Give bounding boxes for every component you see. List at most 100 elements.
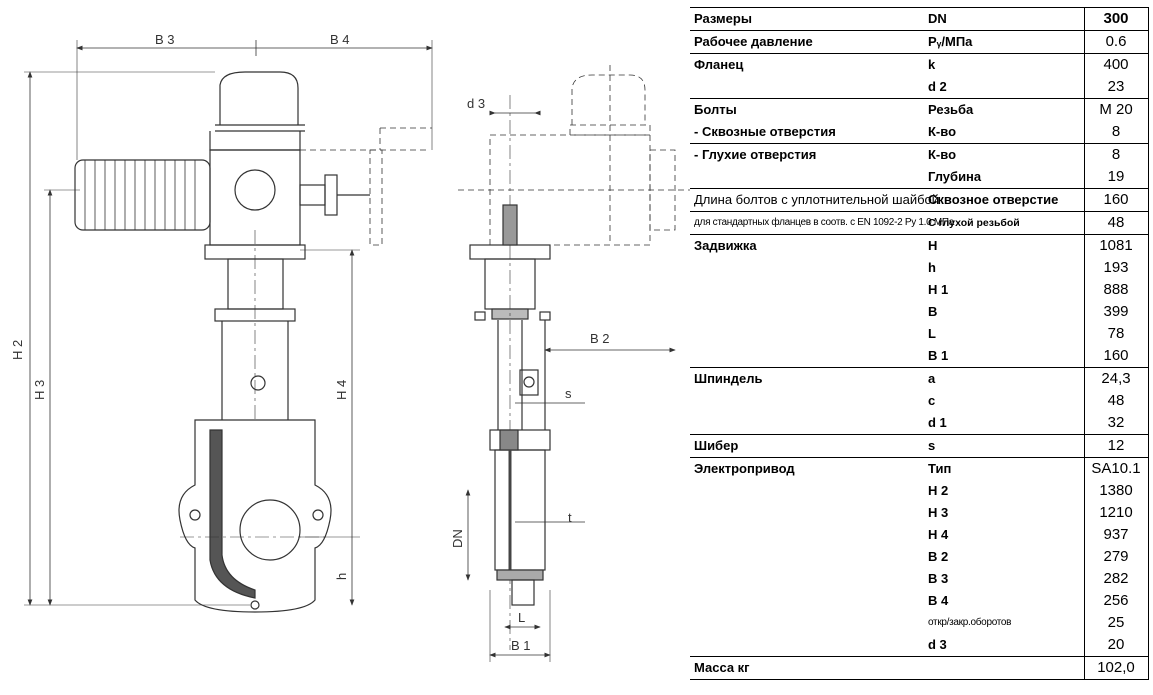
spec-value: 282	[1083, 568, 1149, 590]
spec-parameter	[690, 257, 924, 279]
spec-parameter	[690, 345, 924, 368]
spec-symbol	[924, 656, 1084, 680]
spec-value: 78	[1083, 323, 1149, 345]
spec-parameter	[690, 76, 924, 99]
spec-symbol: С глухой резьбой	[924, 211, 1084, 235]
spec-symbol: H 4	[928, 527, 949, 542]
spec-parameter: Задвижка	[690, 234, 924, 257]
spec-symbol: L	[928, 326, 936, 341]
spec-symbol: c	[928, 393, 936, 408]
spec-parameter: Болты	[690, 98, 924, 121]
spec-parameter: Масса кг	[690, 656, 924, 680]
spec-symbol: a	[924, 367, 1084, 390]
spec-symbol: h	[928, 260, 936, 275]
spec-value: 32	[1083, 412, 1149, 435]
spec-symbol: d 1	[928, 415, 947, 430]
spec-symbol: k	[924, 53, 1084, 76]
dim-b2: B 2	[590, 331, 610, 346]
valve-technical-drawing: B 3 B 4 H 2 H 3	[10, 32, 690, 662]
dim-h2: H 2	[10, 340, 25, 360]
side-view: d 3 B 2	[450, 65, 690, 662]
spec-parameter: Рабочее давление	[690, 30, 924, 54]
spec-parameter	[690, 390, 924, 412]
spec-row: B 4 256	[690, 590, 1149, 612]
spec-value: 279	[1083, 546, 1149, 568]
spec-parameter	[690, 612, 924, 634]
spec-parameter: - Глухие отверстия	[690, 143, 924, 166]
spec-value: 1210	[1083, 502, 1149, 524]
spec-row: B 3 282	[690, 568, 1149, 590]
dim-s: s	[565, 386, 572, 401]
spec-symbol: Pᵧ/МПа	[924, 30, 1084, 54]
spec-row: H 2 1380	[690, 480, 1149, 502]
spec-parameter	[690, 502, 924, 524]
spec-value: 20	[1083, 634, 1149, 657]
dim-b1: B 1	[511, 638, 531, 653]
spec-symbol: B 4	[928, 593, 949, 608]
dim-dn: DN	[450, 529, 465, 548]
dim-h: h	[334, 573, 349, 580]
spec-value: 256	[1083, 590, 1149, 612]
spec-value: 24,3	[1083, 367, 1149, 390]
spec-value: 160	[1083, 188, 1149, 212]
spec-parameter	[690, 546, 924, 568]
spec-value: 888	[1083, 279, 1149, 301]
spec-value: 1081	[1083, 234, 1149, 257]
spec-row: d 1 32	[690, 412, 1149, 435]
spec-row: d 2 23	[690, 76, 1149, 99]
spec-parameter: Длина болтов с уплотнительной шайбой	[690, 188, 939, 212]
dim-d3: d 3	[467, 96, 485, 111]
spec-parameter	[690, 634, 924, 657]
spec-value: 102,0	[1083, 656, 1149, 680]
spec-parameter: Размеры	[690, 7, 924, 31]
spec-row: для стандартных фланцев в соотв. с EN 10…	[690, 211, 1149, 235]
spec-parameter	[690, 480, 924, 502]
spec-value: M 20	[1083, 98, 1149, 121]
spec-symbol: H	[924, 234, 1084, 257]
dim-b3: B 3	[155, 32, 175, 47]
spec-value: 23	[1083, 76, 1149, 99]
front-view: B 3 B 4 H 2 H 3	[10, 32, 433, 613]
spec-symbol: Резьба	[924, 98, 1084, 121]
spec-value: 8	[1083, 143, 1149, 166]
spec-symbol: B 3	[928, 571, 949, 586]
spec-symbol: Глубина	[928, 169, 982, 184]
spec-value: 8	[1083, 121, 1149, 144]
spec-symbol: B 2	[928, 549, 949, 564]
spec-value: 937	[1083, 524, 1149, 546]
spec-symbol: d 2	[928, 79, 947, 94]
spec-value: 193	[1083, 257, 1149, 279]
spec-parameter: Фланец	[690, 53, 924, 76]
spec-symbol: К-во	[928, 124, 957, 139]
spec-symbol: d 3	[928, 637, 947, 652]
spec-parameter	[690, 279, 924, 301]
spec-symbol: H 2	[928, 483, 949, 498]
spec-value: 19	[1083, 166, 1149, 189]
spec-symbol: Тип	[924, 457, 1084, 480]
spec-value: 48	[1083, 211, 1149, 235]
spec-parameter: Шпиндель	[690, 367, 924, 390]
spec-row: Масса кг 102,0	[690, 656, 1149, 680]
dim-b4: B 4	[330, 32, 350, 47]
spec-value: 160	[1083, 345, 1149, 368]
spec-parameter	[690, 590, 924, 612]
spec-value: 1380	[1083, 480, 1149, 502]
spec-parameter: для стандартных фланцев в соотв. с EN 10…	[690, 211, 954, 235]
spec-symbol: Сквозное отверстие	[924, 188, 1084, 212]
